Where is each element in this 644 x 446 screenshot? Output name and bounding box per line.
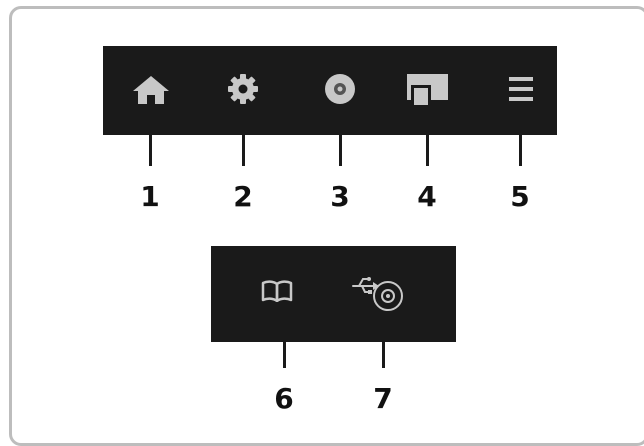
leader-line-4 [426,118,429,166]
screen-overlay-icon [405,73,449,107]
usb-disc-icon [351,272,407,314]
callout-label-4: 4 [417,180,437,213]
leader-line-3 [339,118,342,166]
leader-line-1 [149,118,152,166]
leader-line-5 [519,118,522,166]
home-icon [132,75,170,105]
gear-icon [226,72,260,106]
book-icon [261,280,293,302]
callout-label-6: 6 [274,382,294,415]
callout-label-1: 1 [140,180,160,213]
menu-icon [508,74,534,104]
bottom-toolbar [211,246,456,342]
disc-icon [324,73,356,105]
callout-label-3: 3 [330,180,350,213]
callout-label-5: 5 [510,180,530,213]
callout-label-7: 7 [373,382,393,415]
leader-line-6 [283,316,286,368]
callout-label-2: 2 [233,180,253,213]
leader-line-2 [242,118,245,166]
leader-line-7 [382,316,385,368]
